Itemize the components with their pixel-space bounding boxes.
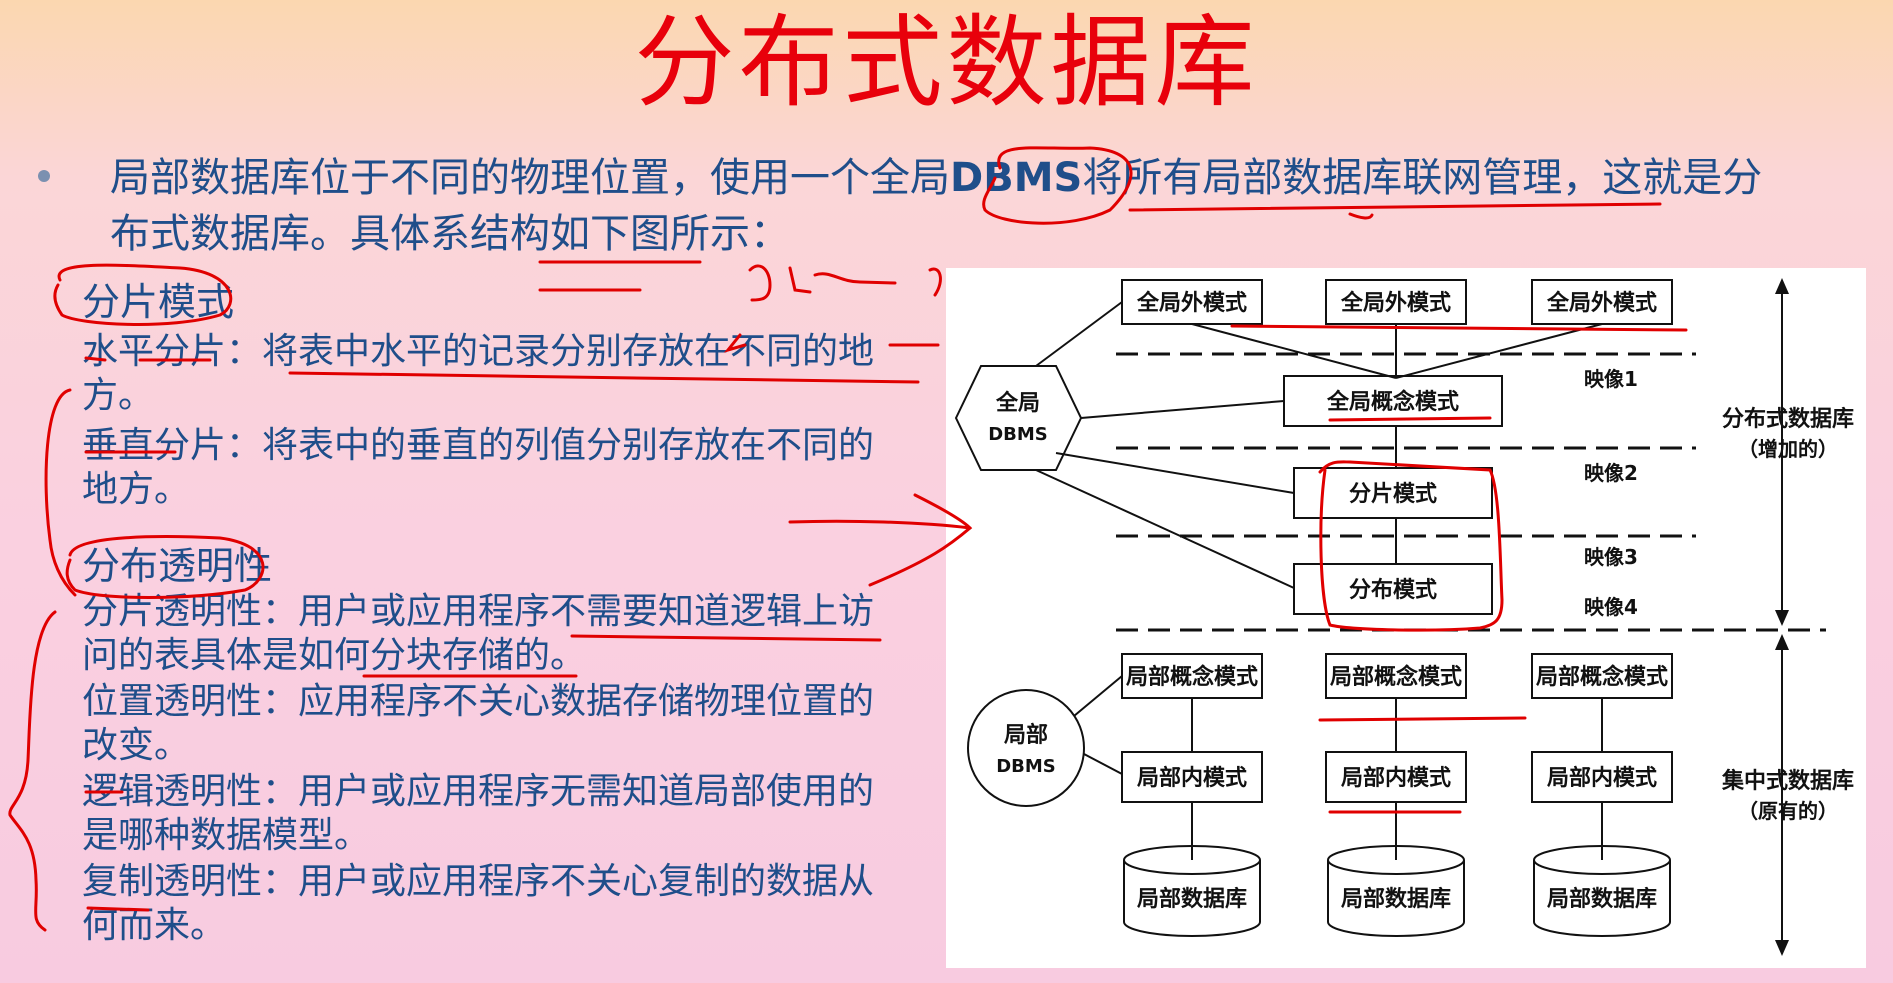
vertical-desc-cont: 地方。 — [82, 469, 191, 510]
transparency-term: 逻辑透明性 — [82, 771, 263, 812]
horizontal-desc: ：将表中水平的记录分别存放在不同的地 — [226, 331, 875, 372]
horizontal-fragment-item: 水平分片：将表中水平的记录分别存放在不同的地 方。 — [82, 330, 922, 418]
mapping-label: 映像4 — [1584, 595, 1638, 619]
transparency-term: 分片透明性 — [82, 591, 263, 632]
centralized-db-sublabel: （原有的） — [1738, 799, 1838, 823]
local-conceptual-label: 局部概念模式 — [1536, 664, 1668, 690]
fragment-section: 分片模式 水平分片：将表中水平的记录分别存放在不同的地 方。 垂直分片：将表中的… — [82, 280, 922, 512]
local-conceptual-label: 局部概念模式 — [1330, 664, 1462, 690]
transparency-desc-cont: 是哪种数据模型。 — [82, 815, 371, 856]
transparency-heading: 分布透明性 — [82, 544, 273, 588]
mapping-label: 映像3 — [1584, 545, 1638, 569]
mapping-label: 映像1 — [1584, 367, 1638, 391]
global-external-label: 全局外模式 — [1340, 290, 1451, 316]
local-internal-label: 局部内模式 — [1137, 765, 1247, 791]
transparency-desc-cont: 何而来。 — [82, 905, 227, 946]
intro-text: 局部数据库位于不同的物理位置，使用一个全局 — [110, 155, 950, 201]
local-db-label: 局部数据库 — [1137, 886, 1247, 912]
transparency-item: 复制透明性：用户或应用程序不关心复制的数据从 何而来。 — [82, 860, 922, 948]
global-conceptual-label: 全局概念模式 — [1326, 389, 1459, 415]
transparency-term: 复制透明性 — [82, 861, 263, 902]
local-conceptual-label: 局部概念模式 — [1126, 664, 1258, 690]
fragment-schema-label: 分片模式 — [1349, 482, 1437, 507]
transparency-desc: ：用户或应用程序不关心复制的数据从 — [262, 861, 875, 902]
intro-paragraph: 局部数据库位于不同的物理位置，使用一个全局DBMS将所有局部数据库联网管理，这就… — [110, 150, 1870, 262]
local-dbms-label: DBMS — [996, 756, 1056, 777]
bullet-dot — [38, 170, 50, 182]
transparency-section: 分布透明性 分片透明性：用户或应用程序不需要知道逻辑上访 问的表具体是如何分块存… — [82, 544, 922, 948]
local-db-label: 局部数据库 — [1341, 886, 1451, 912]
transparency-desc-cont: 改变。 — [82, 725, 191, 766]
architecture-diagram: 全局外模式 全局外模式 全局外模式 全局 DBMS 全局概念模式 分片模式 分布… — [946, 268, 1866, 968]
local-db-label: 局部数据库 — [1547, 886, 1657, 912]
intro-line-2: 布式数据库。具体系结构如下图所示： — [110, 211, 790, 257]
transparency-desc: ：应用程序不关心数据存储物理位置的 — [262, 681, 875, 722]
vertical-desc: ：将表中的垂直的列值分别存放在不同的 — [226, 425, 875, 466]
transparency-item: 位置透明性：应用程序不关心数据存储物理位置的 改变。 — [82, 680, 922, 768]
allocation-schema-label: 分布模式 — [1349, 577, 1437, 603]
distributed-db-sublabel: （增加的） — [1738, 437, 1838, 461]
intro-text-rest: 将所有局部数据库联网管理，这就是分 — [1082, 155, 1763, 201]
local-dbms-label: 局部 — [1004, 722, 1048, 748]
transparency-desc-cont: 问的表具体是如何分块存储的。 — [82, 635, 587, 676]
global-external-label: 全局外模式 — [1546, 290, 1657, 316]
local-internal-label: 局部内模式 — [1341, 765, 1451, 791]
fragment-heading: 分片模式 — [82, 280, 235, 324]
intro-line-1: 局部数据库位于不同的物理位置，使用一个全局DBMS将所有局部数据库联网管理，这就… — [110, 150, 1870, 206]
global-external-label: 全局外模式 — [1136, 290, 1247, 316]
transparency-desc: ：用户或应用程序不需要知道逻辑上访 — [262, 591, 875, 632]
distributed-db-label: 分布式数据库 — [1722, 406, 1854, 432]
transparency-desc: ：用户或应用程序无需知道局部使用的 — [262, 771, 875, 812]
global-dbms-label: 全局 — [995, 390, 1040, 416]
horizontal-desc-cont: 方。 — [82, 375, 155, 416]
horizontal-term: 水平分片 — [82, 331, 227, 372]
global-dbms-label: DBMS — [988, 424, 1048, 445]
vertical-fragment-item: 垂直分片：将表中的垂直的列值分别存放在不同的 地方。 — [82, 424, 922, 512]
transparency-item: 逻辑透明性：用户或应用程序无需知道局部使用的 是哪种数据模型。 — [82, 770, 922, 858]
page-title: 分布式数据库 — [634, 4, 1259, 121]
intro-dbms: DBMS — [950, 155, 1083, 201]
vertical-term: 垂直分片 — [82, 425, 227, 466]
transparency-term: 位置透明性 — [82, 681, 263, 722]
mapping-label: 映像2 — [1584, 461, 1638, 485]
architecture-svg: 全局外模式 全局外模式 全局外模式 全局 DBMS 全局概念模式 分片模式 分布… — [954, 278, 1854, 956]
transparency-item: 分片透明性：用户或应用程序不需要知道逻辑上访 问的表具体是如何分块存储的。 — [82, 590, 922, 678]
centralized-db-label: 集中式数据库 — [1721, 768, 1854, 794]
local-internal-label: 局部内模式 — [1547, 765, 1657, 791]
